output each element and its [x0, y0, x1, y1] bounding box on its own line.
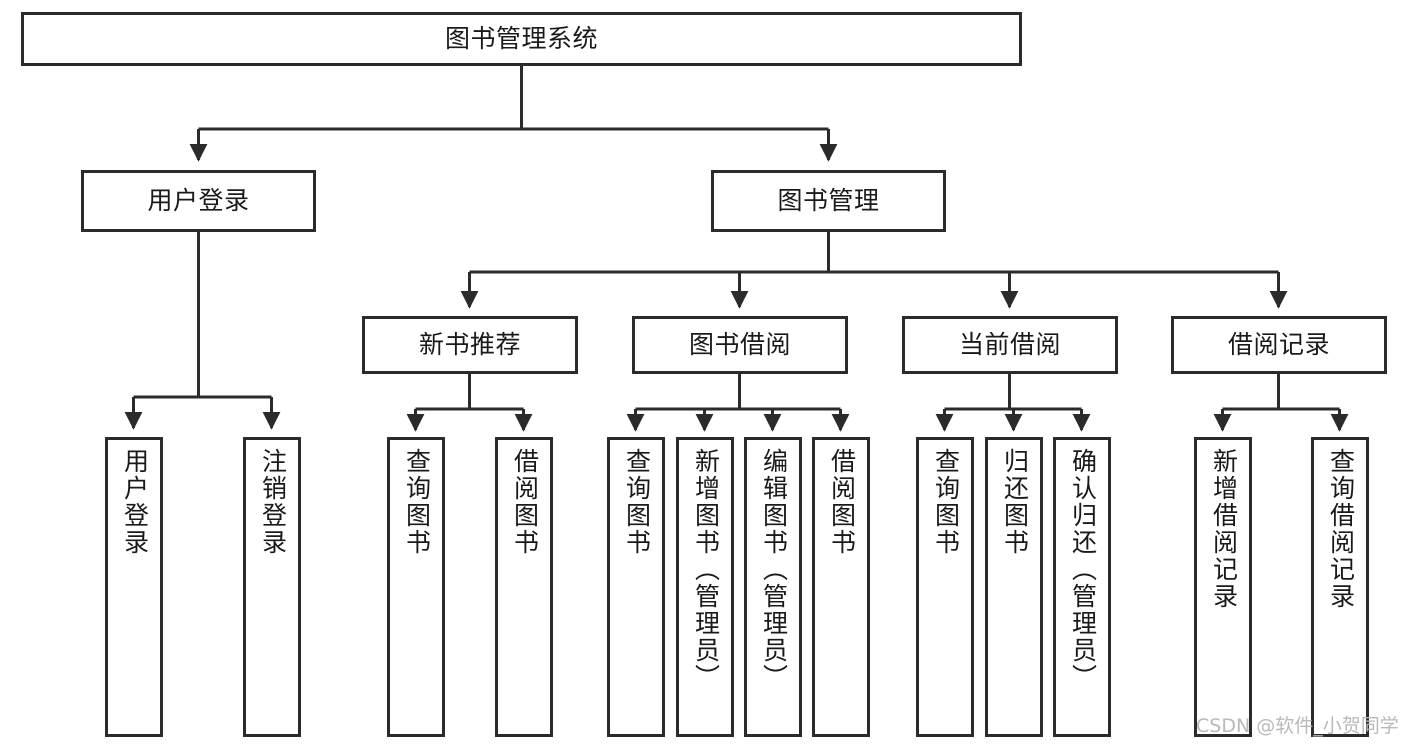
node-label: 借阅图书 — [827, 448, 856, 556]
node-label: 查询图书 — [402, 448, 431, 556]
node-label: 借阅记录 — [1227, 331, 1330, 359]
watermark-text: CSDN @软件_小贺同学 — [1196, 715, 1399, 737]
leaf-records-query[interactable]: 查询借阅记录 — [1311, 437, 1369, 737]
node-label: 查询图书 — [931, 448, 960, 556]
leaf-new-books-query[interactable]: 查询图书 — [387, 437, 445, 737]
leaf-borrow-borrow-book[interactable]: 借阅图书 — [812, 437, 870, 737]
node-label: 用户登录 — [147, 187, 250, 215]
node-label: 图书管理系统 — [444, 25, 598, 53]
leaf-user-login-signout[interactable]: 注销登录 — [243, 437, 301, 737]
node-label: 用户登录 — [120, 448, 149, 556]
node-label: 图书管理 — [777, 187, 880, 215]
leaf-current-confirm-return[interactable]: 确认归还（管理员） — [1053, 437, 1111, 737]
node-label: 查询借阅记录 — [1326, 448, 1355, 610]
node-borrow-records[interactable]: 借阅记录 — [1171, 316, 1387, 374]
node-label: 查询图书 — [622, 448, 651, 556]
node-label: 编辑图书（管理员） — [759, 448, 788, 691]
node-label: 注销登录 — [258, 448, 287, 556]
node-current-borrow[interactable]: 当前借阅 — [902, 316, 1118, 374]
leaf-current-return[interactable]: 归还图书 — [985, 437, 1043, 737]
node-root-system[interactable]: 图书管理系统 — [21, 12, 1022, 66]
leaf-records-add[interactable]: 新增借阅记录 — [1194, 437, 1252, 737]
node-label: 当前借阅 — [958, 331, 1061, 359]
leaf-borrow-add-book[interactable]: 新增图书（管理员） — [676, 437, 734, 737]
node-new-book-recommend[interactable]: 新书推荐 — [362, 316, 578, 374]
node-label: 新书推荐 — [418, 331, 521, 359]
leaf-user-login-signin[interactable]: 用户登录 — [105, 437, 163, 737]
node-user-login[interactable]: 用户登录 — [81, 170, 316, 232]
node-book-borrow[interactable]: 图书借阅 — [632, 316, 848, 374]
node-label: 借阅图书 — [510, 448, 539, 556]
leaf-current-query[interactable]: 查询图书 — [916, 437, 974, 737]
node-label: 图书借阅 — [688, 331, 791, 359]
leaf-new-books-borrow[interactable]: 借阅图书 — [495, 437, 553, 737]
node-book-management[interactable]: 图书管理 — [711, 170, 946, 232]
leaf-borrow-edit-book[interactable]: 编辑图书（管理员） — [744, 437, 802, 737]
node-label: 新增图书（管理员） — [691, 448, 720, 691]
node-label: 归还图书 — [1000, 448, 1029, 556]
node-label: 确认归还（管理员） — [1068, 448, 1097, 691]
node-label: 新增借阅记录 — [1209, 448, 1238, 610]
leaf-borrow-query[interactable]: 查询图书 — [607, 437, 665, 737]
